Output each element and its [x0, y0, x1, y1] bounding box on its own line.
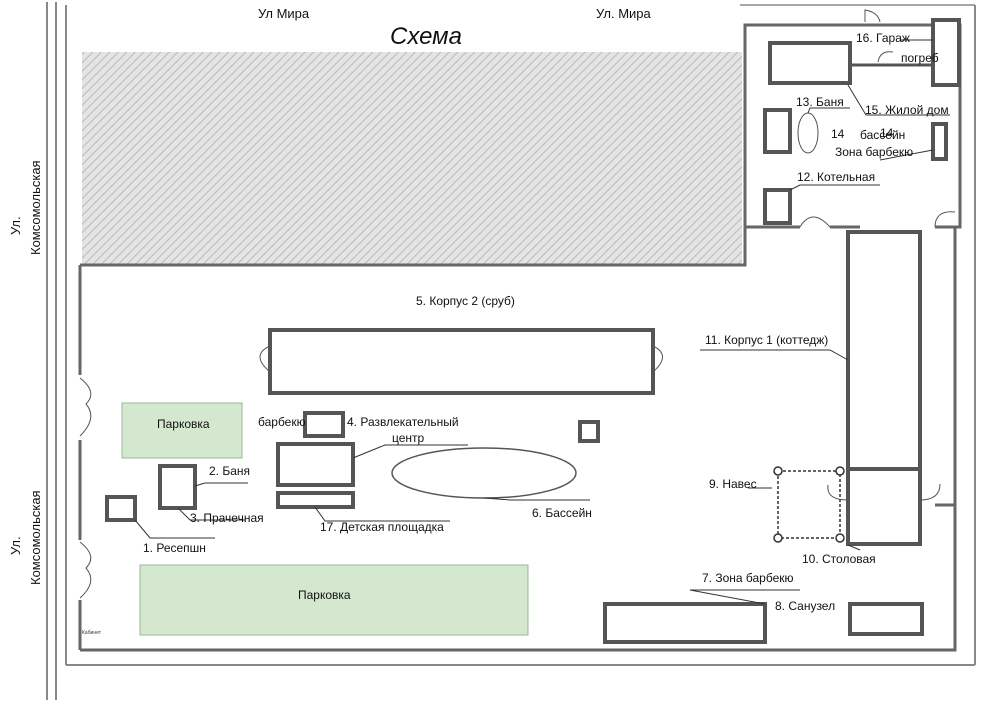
pool-small	[797, 112, 819, 154]
label-building-2: 5. Корпус 2 (сруб)	[416, 294, 515, 308]
hatched-area	[82, 52, 742, 264]
canopy-post	[773, 466, 783, 476]
pool	[391, 447, 577, 499]
svg-text:Ул.: Ул.	[8, 216, 23, 235]
label-bbq-small: барбекю	[258, 415, 306, 429]
canopy	[777, 470, 841, 539]
banya-building	[158, 464, 197, 510]
label-banya: 2. Баня	[209, 464, 250, 478]
canopy-post	[835, 466, 845, 476]
left-entrance-doors	[79, 377, 92, 599]
street-mira-left: Ул Мира	[258, 6, 310, 21]
label-bbq-zone: 7. Зона барбекю	[702, 571, 794, 585]
bbq-zone-2	[931, 122, 948, 161]
label-entertainment-1: 4. Развлекательный	[347, 415, 459, 429]
house	[768, 41, 852, 85]
label-cabinet: Кабинет	[82, 630, 102, 636]
svg-text:Ул.: Ул.	[8, 536, 23, 555]
svg-text:Комсомольская: Комсомольская	[28, 490, 43, 585]
street-komsomolskaya-lower: Ул. Комсомольская	[8, 490, 43, 585]
label-canopy: 9. Навес	[709, 477, 757, 491]
label-dining: 10. Столовая	[802, 552, 876, 566]
label-parking-bottom: Парковка	[298, 588, 351, 602]
parking-top	[121, 402, 243, 459]
building-1	[846, 230, 922, 471]
svg-text:Комсомольская: Комсомольская	[28, 160, 43, 255]
label-14: 14	[831, 127, 845, 141]
canopy-post	[773, 533, 783, 543]
dining-room	[846, 467, 922, 546]
building-2	[268, 328, 655, 395]
label-pool: 6. Бассейн	[532, 506, 592, 520]
parking-bottom	[139, 564, 529, 636]
main-walls	[78, 23, 962, 652]
label-bbq-zone-2: Зона барбекю	[835, 145, 913, 159]
street-mira-right: Ул. Мира	[596, 6, 652, 21]
label-building-1: 11. Корпус 1 (коттедж)	[705, 333, 828, 347]
label-pool-14: бассейн	[860, 128, 905, 142]
label-boiler: 12. Котельная	[797, 170, 875, 184]
reception-building	[105, 495, 137, 522]
label-playground: 17. Детская площадка	[320, 520, 444, 534]
playground	[276, 491, 355, 509]
street-komsomolskaya-upper: Ул. Комсомольская	[8, 160, 43, 255]
banya-2	[763, 108, 792, 154]
label-entertainment-2: центр	[392, 431, 425, 445]
wc	[848, 602, 924, 636]
bbq-small	[303, 411, 345, 438]
label-banya-2: 13. Баня	[796, 95, 844, 109]
label-garage: 16. Гараж	[856, 31, 910, 45]
site-boundary	[46, 2, 976, 700]
label-laundry: 3. Прачечная	[190, 511, 264, 525]
label-14b: 14	[880, 126, 894, 140]
label-parking-top: Парковка	[157, 417, 210, 431]
schema-title: Схема	[390, 23, 462, 50]
door-arcs	[259, 9, 956, 501]
label-cellar: погреб	[901, 51, 939, 65]
small-square	[578, 420, 600, 443]
entertainment-center	[276, 442, 355, 487]
label-reception: 1. Ресепшн	[143, 541, 206, 555]
boiler-room	[763, 188, 792, 225]
garage	[931, 18, 961, 87]
bbq-zone	[603, 602, 767, 644]
label-house: 15. Жилой дом	[865, 103, 949, 117]
pointer-lines	[134, 39, 950, 605]
canopy-post	[835, 533, 845, 543]
label-wc: 8. Санузел	[775, 599, 835, 613]
